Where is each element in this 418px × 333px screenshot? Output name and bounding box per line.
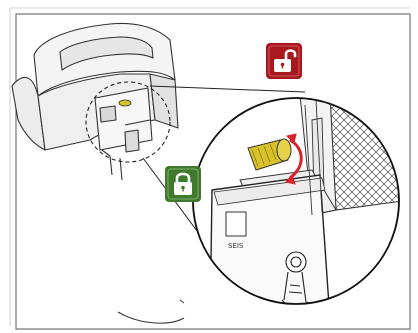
door-swing-arc [117,311,185,324]
zoom-connector-top [149,85,306,93]
rotation-arrow [285,133,303,185]
padlock-open-icon [266,43,302,79]
locking-knob [247,138,292,171]
padlock-closed-icon [165,166,201,202]
small-knob [118,99,132,107]
door-label-plate [225,211,247,237]
device-housing [11,22,179,181]
door-label-text: SEIS [228,242,244,250]
zoom-detail: SEIS [193,98,399,304]
figure-border [15,13,411,330]
zoom-source-circle [85,81,171,163]
